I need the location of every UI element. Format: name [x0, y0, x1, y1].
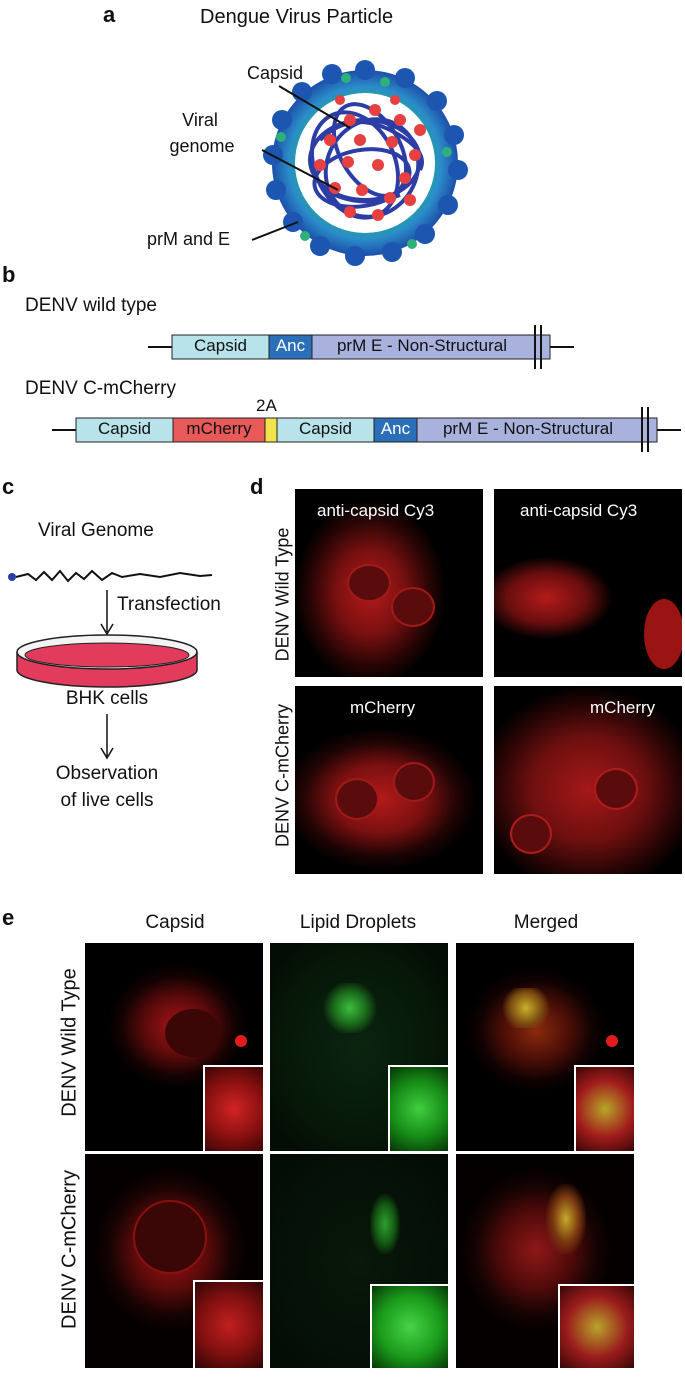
- cm-seg-prm: prM E - Non-Structural: [442, 419, 614, 438]
- wt-seg-capsid: Capsid: [194, 336, 247, 355]
- d-img-wt-2-label: anti-capsid Cy3: [520, 501, 638, 520]
- panel-b-letter: b: [2, 262, 16, 287]
- panel-e-letter: e: [2, 905, 15, 930]
- cm-seg-mcherry: mCherry: [186, 419, 252, 438]
- e-col-capsid: Capsid: [145, 912, 205, 933]
- e-img-mc-lipid: [270, 1154, 448, 1368]
- e-row-wild-label: DENV Wild Type: [58, 968, 81, 1117]
- observation-line-1: Observation: [55, 763, 159, 784]
- panel-c-letter: c: [2, 474, 15, 499]
- observation-line-2: of live cells: [60, 790, 154, 811]
- label-viral: Viral: [182, 110, 218, 130]
- genome-strand-line: [15, 569, 213, 583]
- d-img-wt-1: anti-capsid Cy3: [295, 489, 483, 677]
- marker-2a: 2A: [256, 396, 277, 415]
- d-img-mc-2-label: mCherry: [590, 698, 656, 717]
- genome-5prime-cap: [8, 573, 16, 581]
- transfection-label: Transfection: [117, 594, 221, 615]
- cm-seg-capsid-1: Capsid: [98, 419, 151, 438]
- d-row-mcherry-label: DENV C-mCherry: [272, 704, 293, 848]
- d-img-mc-1: mCherry: [295, 686, 483, 874]
- e-inset-wt-capsid: [203, 1065, 263, 1151]
- cm-seg-anc: Anc: [380, 419, 411, 438]
- e-img-wt-capsid: [85, 943, 263, 1151]
- label-capsid: Capsid: [247, 63, 304, 83]
- d-img-mc-2: mCherry: [494, 686, 682, 874]
- d-img-mc-1-label: mCherry: [350, 698, 416, 717]
- capsid-dots: [314, 95, 426, 221]
- label-prm-e: prM and E: [147, 229, 231, 249]
- e-col-merged: Merged: [513, 912, 579, 933]
- viral-genome-label: Viral Genome: [38, 520, 154, 541]
- d-img-wt-1-label: anti-capsid Cy3: [317, 501, 435, 520]
- label-genome: genome: [169, 136, 235, 156]
- d-row-wild-label: DENV Wild Type: [272, 527, 293, 662]
- wt-seg-prm: prM E - Non-Structural: [336, 336, 508, 355]
- wild-type-label: DENV wild type: [25, 295, 157, 316]
- panel-a-title: Dengue Virus Particle: [200, 6, 394, 28]
- panel-a-letter: a: [103, 2, 116, 27]
- cm-seg-capsid-2: Capsid: [299, 419, 352, 438]
- e-img-wt-lipid: [270, 943, 448, 1151]
- e-img-mc-capsid: [85, 1154, 263, 1368]
- envelope-spikes: [263, 60, 468, 266]
- bhk-label: BHK cells: [65, 688, 149, 709]
- panel-d-letter: d: [250, 474, 264, 499]
- e-inset-mc-merged: [558, 1284, 634, 1368]
- e-inset-wt-lipid: [388, 1065, 448, 1151]
- e-img-wt-merged: [456, 943, 634, 1151]
- e-col-lipid: Lipid Droplets: [299, 912, 417, 933]
- c-mcherry-label: DENV C-mCherry: [25, 378, 176, 399]
- e-img-mc-merged: [456, 1154, 634, 1368]
- e-inset-wt-merged: [574, 1065, 634, 1151]
- d-img-wt-2: anti-capsid Cy3: [494, 489, 682, 677]
- e-row-mcherry-label: DENV C-mCherry: [58, 1170, 81, 1329]
- e-inset-mc-capsid: [193, 1280, 263, 1368]
- e-inset-mc-lipid: [370, 1284, 448, 1368]
- wt-seg-anc: Anc: [275, 336, 306, 355]
